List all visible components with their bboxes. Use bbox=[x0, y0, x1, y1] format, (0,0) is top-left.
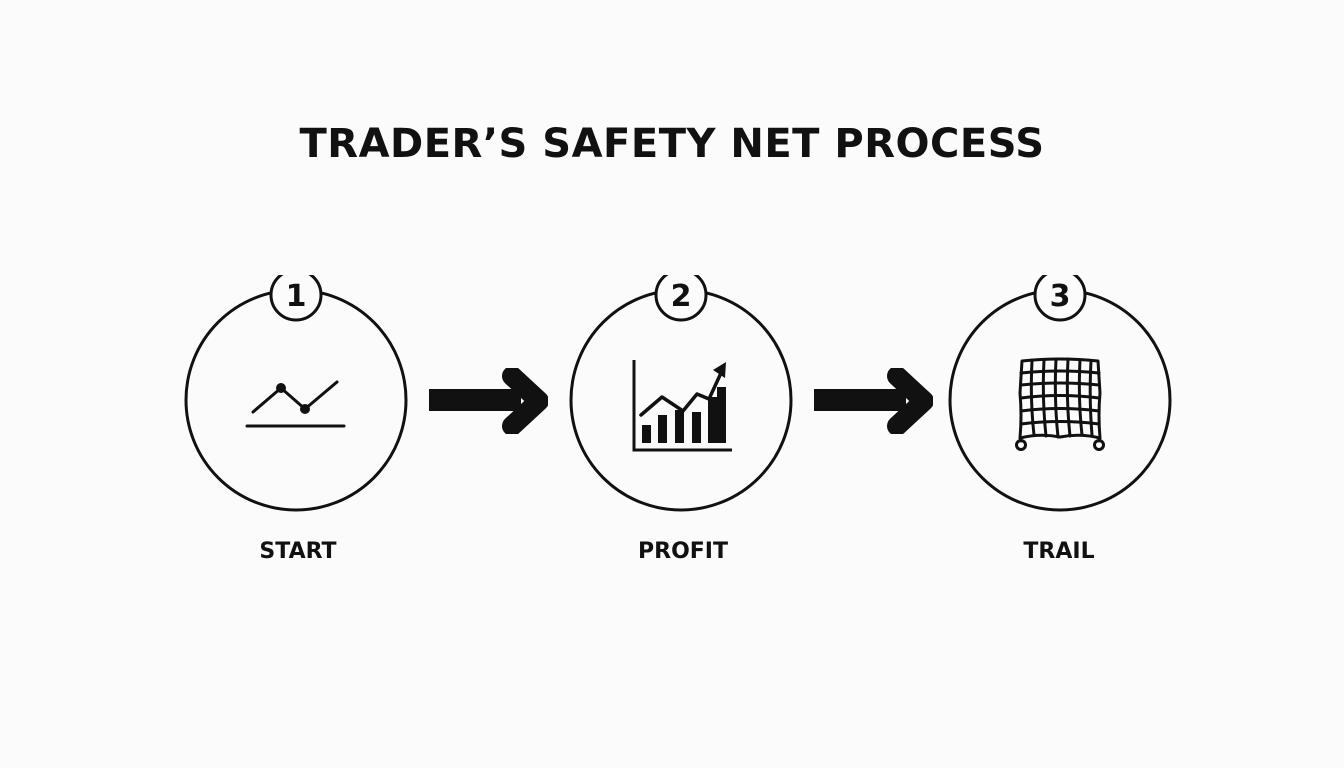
arrow-right-icon bbox=[429, 368, 548, 434]
step-number-badge: 3 bbox=[1033, 275, 1087, 322]
bar-chart-up-icon bbox=[632, 360, 732, 452]
step-trail: 3 bbox=[940, 275, 1180, 515]
step-circle bbox=[948, 288, 1172, 512]
line-chart-icon bbox=[245, 380, 346, 428]
step-number-badge: 1 bbox=[269, 275, 323, 322]
step-number: 1 bbox=[286, 279, 307, 314]
step-number-badge: 2 bbox=[654, 275, 708, 322]
step-number: 2 bbox=[671, 279, 692, 314]
step-start: 1 bbox=[176, 275, 416, 515]
step-circle bbox=[569, 288, 793, 512]
diagram-title: TRADER’S SAFETY NET PROCESS bbox=[299, 121, 1045, 167]
step-label-start: START bbox=[259, 539, 337, 564]
step-profit: 2 bbox=[561, 275, 801, 515]
step-label-profit: PROFIT bbox=[638, 539, 728, 564]
safety-net-icon bbox=[1015, 357, 1105, 451]
step-number: 3 bbox=[1050, 279, 1071, 314]
arrow-right-icon bbox=[814, 368, 933, 434]
step-label-trail: TRAIL bbox=[1023, 539, 1095, 564]
